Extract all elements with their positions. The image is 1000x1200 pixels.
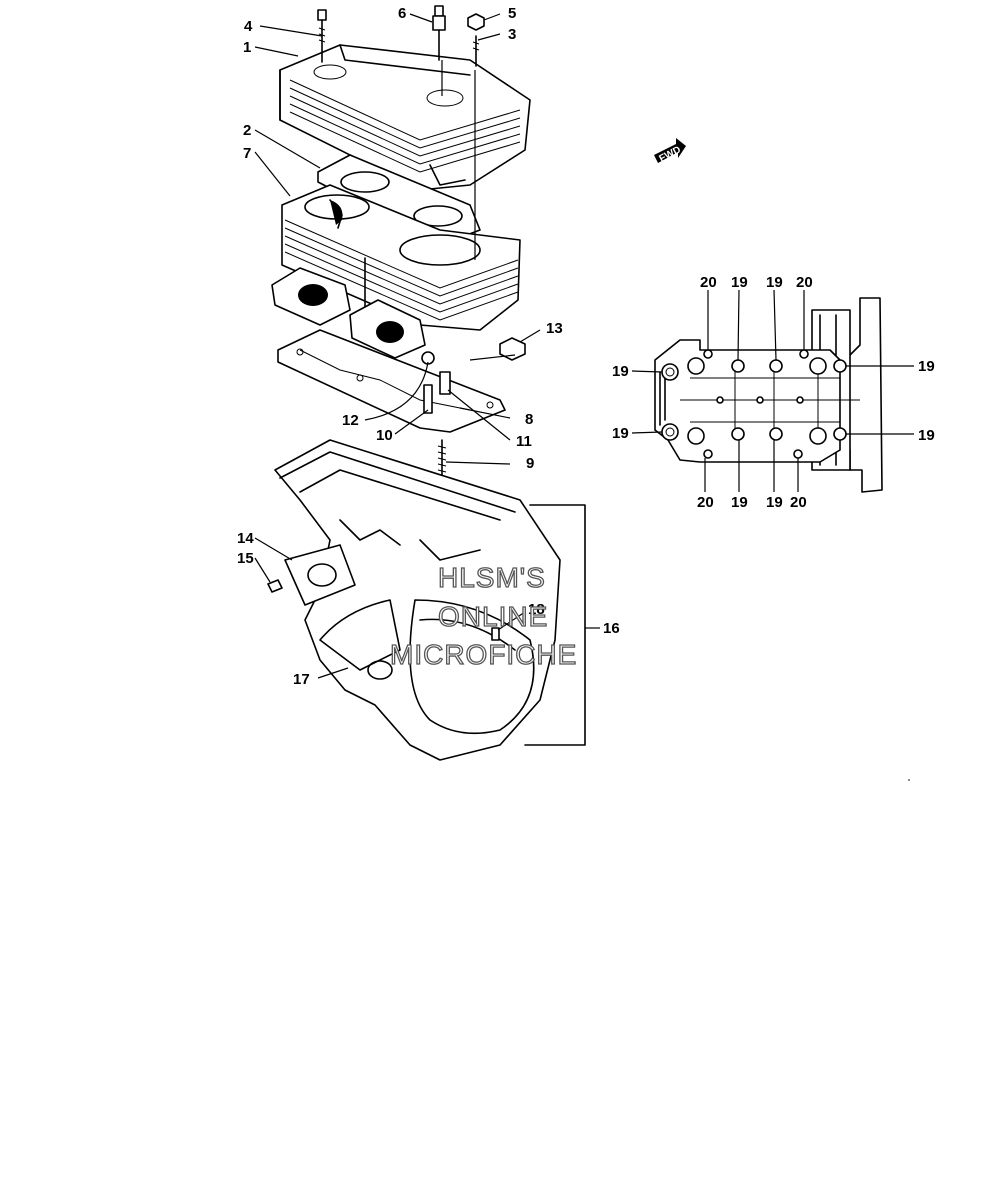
callout-14: 14 — [237, 530, 254, 547]
watermark-line-2: ONLINE — [438, 601, 548, 632]
callout-labels: 4 1 6 5 3 2 7 13 12 10 8 11 9 14 15 17 1… — [237, 5, 620, 688]
watermark: HLSM'S ONLINE MICROFICHE — [389, 561, 577, 670]
inset-callout-19: 19 — [918, 427, 935, 444]
cylinder-head — [279, 44, 531, 191]
leader-lines — [254, 13, 600, 679]
callout-6: 6 — [398, 5, 406, 22]
inset-callout-19: 19 — [731, 274, 748, 291]
spark-plug — [432, 5, 446, 61]
watermark-line-3: MICROFICHE — [390, 639, 577, 670]
callout-3: 3 — [508, 26, 516, 43]
inset-callout-19: 19 — [731, 494, 748, 511]
inset-callout-19: 19 — [612, 425, 629, 442]
callout-18: 18 — [528, 601, 545, 618]
callout-7: 7 — [243, 145, 251, 162]
crankcase-pin — [491, 627, 500, 641]
head-stud — [472, 35, 480, 67]
callout-2: 2 — [243, 122, 251, 139]
inset-callout-labels: 20 19 19 20 19 19 19 19 20 19 19 20 — [612, 274, 935, 511]
cylinder-block — [271, 184, 521, 359]
callout-13: 13 — [546, 320, 563, 337]
head-gasket — [317, 154, 481, 246]
head-nut — [467, 13, 485, 31]
callout-17: 17 — [293, 671, 310, 688]
callout-8: 8 — [525, 411, 533, 428]
callout-11: 11 — [516, 433, 532, 450]
reed-stud — [439, 371, 451, 395]
forward-direction-arrow: FWD — [654, 138, 686, 165]
inset-callout-19: 19 — [612, 363, 629, 380]
flange-bolt — [267, 579, 283, 593]
inset-callout-20: 20 — [697, 494, 714, 511]
callout-4: 4 — [244, 18, 253, 35]
callout-10: 10 — [376, 427, 393, 444]
inset-callout-19: 19 — [766, 494, 783, 511]
crankcase — [274, 439, 561, 761]
callout-12: 12 — [342, 412, 359, 429]
inset-callout-20: 20 — [700, 274, 717, 291]
intake-flange — [284, 544, 356, 606]
callout-15: 15 — [237, 550, 254, 567]
inset-leader-lines — [631, 289, 914, 492]
dowel-pin — [423, 384, 433, 414]
callout-1: 1 — [243, 39, 251, 56]
base-gasket — [277, 329, 506, 433]
head-bolt — [317, 9, 327, 63]
inset-callout-20: 20 — [790, 494, 807, 511]
cap-nut — [499, 337, 526, 361]
fwd-label: FWD — [658, 144, 683, 164]
inset-bolt-pattern — [654, 297, 883, 493]
inset-callout-19: 19 — [766, 274, 783, 291]
stray-dot — [908, 779, 910, 781]
inset-callout-20: 20 — [796, 274, 813, 291]
callout-9: 9 — [526, 455, 534, 472]
callout-16: 16 — [603, 620, 620, 637]
callout-5: 5 — [508, 5, 516, 22]
crankcase-bracket — [524, 504, 586, 746]
inset-callout-19: 19 — [918, 358, 935, 375]
watermark-line-1: HLSM'S — [438, 562, 546, 593]
